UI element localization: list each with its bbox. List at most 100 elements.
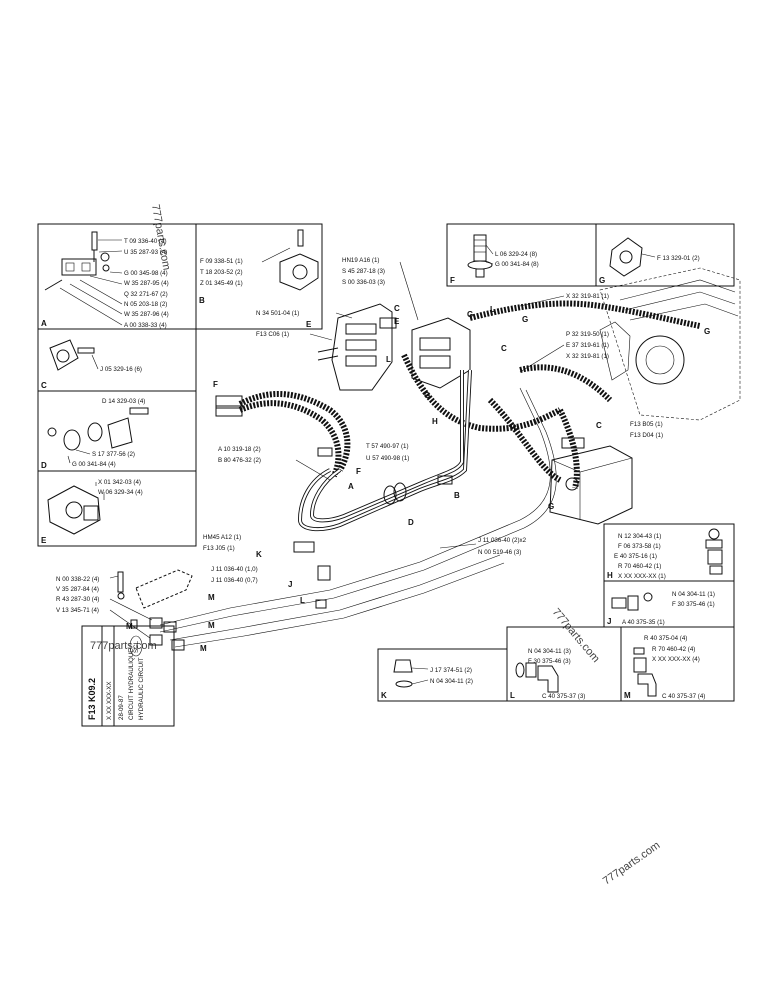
tag-b1: B	[454, 491, 460, 500]
box-e-letter: E	[41, 536, 47, 545]
box-b-part-1: T 18 203-52 (2)	[200, 269, 243, 276]
hydraulic-tank	[549, 437, 633, 525]
box-k-part-0: J 17 374-51 (2)	[430, 667, 472, 674]
tag-f2: F	[356, 467, 361, 476]
callout-f13j05: F13 J05 (1)	[203, 545, 235, 552]
callout-b80: B 80 476-32 (2)	[218, 457, 261, 464]
callout-hm45: HM45 A12 (1)	[203, 534, 241, 541]
box-f-part-0: L 06 329-24 (8)	[495, 251, 537, 258]
title-code: F13 K09.2	[87, 678, 97, 720]
callout-n00338: N 00 338-22 (4)	[56, 576, 99, 583]
title-fr: CIRCUIT HYDRAULIQUE	[128, 649, 135, 720]
box-d-letter: D	[41, 461, 47, 470]
box-l-part-0: N 04 304-11 (3)	[528, 648, 571, 655]
detail-box-a: A T 09 336-40 (4) U 35 287-93 (4) G 00 3…	[41, 231, 169, 329]
box-b-part-0: F 09 338-51 (1)	[200, 258, 243, 265]
watermark-2: 777parts.com	[90, 640, 157, 652]
tag-g2: G	[522, 315, 528, 324]
tag-c3: C	[596, 421, 602, 430]
detail-box-m: M R 40 375-04 (4) R 70 460-42 (4) X XX X…	[620, 626, 735, 702]
box-e-part-1: W 06 329-34 (4)	[98, 489, 143, 496]
detail-box-h: H N 12 304-43 (1) F 06 373-58 (1) E 40 3…	[603, 523, 735, 582]
watermark-3: 777parts.com	[550, 606, 602, 665]
title-scl: SCL	[133, 640, 140, 653]
box-m-part-3: C 40 375-37 (4)	[662, 693, 705, 700]
box-f-part-1: G 00 341-84 (8)	[495, 261, 539, 268]
box-b-part-2: Z 01 345-49 (1)	[200, 280, 243, 287]
callout-u57: U 57 490-98 (1)	[366, 455, 409, 462]
box-l-part-2: C 40 375-37 (3)	[542, 693, 585, 700]
box-g-letter: G	[599, 276, 605, 285]
tag-a1: A	[348, 482, 354, 491]
callout-x32b: X 32 319-81 (1)	[566, 353, 609, 360]
tag-e2: E	[394, 317, 400, 326]
box-h-part-3: R 70 460-42 (1)	[618, 563, 661, 570]
callout-j11b: J 11 036-40 (1,0)	[211, 566, 258, 573]
tag-f1: F	[213, 380, 218, 389]
box-m-part-2: X XX XXX-XX (4)	[652, 656, 700, 663]
box-j-part-2: A 40 375-35 (1)	[622, 619, 665, 626]
detail-panel-left	[37, 223, 323, 547]
detail-box-j: J N 04 304-11 (1) F 30 375-46 (1) A 40 3…	[603, 580, 735, 628]
callout-e37: E 37 319-61 (1)	[566, 342, 609, 349]
box-a-part-5: N 05 203-18 (2)	[124, 301, 167, 308]
box-a-part-3: W 35 287-95 (4)	[124, 280, 169, 287]
callout-n34: N 34 501-04 (1)	[256, 310, 299, 317]
callout-r43: R 43 287-30 (4)	[56, 596, 99, 603]
letter-tags: F E C E G L G G C L G H C A F B D G K J …	[126, 304, 710, 653]
watermark-4: 777parts.com	[601, 839, 662, 887]
callouts: HN19 A16 (1) S 45 287-18 (3) S 00 336-03…	[56, 257, 663, 639]
callout-f13d04: F13 D04 (1)	[630, 432, 663, 439]
callout-v13: V 13 345-71 (4)	[56, 607, 99, 614]
callout-a10: A 10 319-18 (2)	[218, 446, 261, 453]
box-h-letter: H	[607, 571, 613, 580]
box-j-part-0: N 04 304-11 (1)	[672, 591, 715, 598]
box-m-part-1: R 70 460-42 (4)	[652, 646, 695, 653]
box-h-part-4: X XX XXX-XX (1)	[618, 573, 666, 580]
title-block: F13 K09.2 X XX XXX-XX 28-09-87 CIRCUIT H…	[81, 625, 175, 727]
tag-g5: G	[548, 502, 554, 511]
title-en: HYDRAULIC CIRCUIT	[138, 657, 145, 720]
callout-hn19: HN19 A16 (1)	[342, 257, 380, 264]
tag-m2: M	[208, 621, 215, 630]
detail-box-b: B F 09 338-51 (1) T 18 203-52 (2) Z 01 3…	[199, 229, 319, 305]
callout-f13c06: F13 C06 (1)	[256, 331, 289, 338]
box-f-letter: F	[450, 276, 455, 285]
box-d-part-2: G 00 341-84 (4)	[72, 461, 116, 468]
box-e-part-0: X 01 342-03 (4)	[98, 479, 141, 486]
box-a-part-2: G 00 345-98 (4)	[124, 270, 168, 277]
pump-bracket	[117, 541, 331, 651]
detail-box-d: D D 14 329-03 (4) S 17 377-56 (2) G 00 3…	[41, 398, 149, 470]
box-d-part-1: S 17 377-56 (2)	[92, 451, 135, 458]
tag-g4: G	[424, 391, 430, 400]
title-date: 28-09-87	[118, 695, 125, 720]
box-a-part-0: T 09 336-40 (4)	[124, 238, 167, 245]
box-j-part-1: F 30 375-46 (1)	[672, 601, 715, 608]
engine-block	[599, 267, 741, 421]
tag-j1: J	[288, 580, 292, 589]
detail-box-l: L N 04 304-11 (3) F 30 375-46 (3) C 40 3…	[506, 626, 622, 702]
callout-x32a: X 32 319-81 (1)	[566, 293, 609, 300]
box-c-part-0: J 05 329-16 (6)	[100, 366, 142, 373]
box-l-letter: L	[510, 691, 515, 700]
callout-f13b05: F13 B05 (1)	[630, 421, 663, 428]
callout-n00519: N 00 519-46 (3)	[478, 549, 521, 556]
box-k-part-1: N 04 304-11 (2)	[430, 678, 473, 685]
box-l-part-1: F 30 375-46 (3)	[528, 658, 571, 665]
callout-p32: P 32 319-50 (1)	[566, 331, 609, 338]
box-b-letter: B	[199, 296, 205, 305]
detail-box-k: K J 17 374-51 (2) N 04 304-11 (2)	[377, 648, 508, 702]
tag-l2: L	[386, 355, 391, 364]
box-c-letter: C	[41, 381, 47, 390]
box-g-part-0: F 13 329-01 (2)	[657, 255, 700, 262]
hose-lines	[238, 300, 701, 489]
detail-box-g: G F 13 329-01 (2)	[595, 223, 735, 287]
tag-c2: C	[501, 344, 507, 353]
detail-box-e: E X 01 342-03 (4) W 06 329-34 (4)	[41, 479, 143, 545]
tag-l3: L	[300, 596, 305, 605]
detail-box-f: F L 06 329-24 (8) G 00 341-84 (8)	[446, 223, 597, 287]
box-h-part-0: N 12 304-43 (1)	[618, 533, 661, 540]
callout-j11a: J 11 036-40 (2)x2	[478, 537, 527, 544]
box-a-letter: A	[41, 319, 47, 328]
